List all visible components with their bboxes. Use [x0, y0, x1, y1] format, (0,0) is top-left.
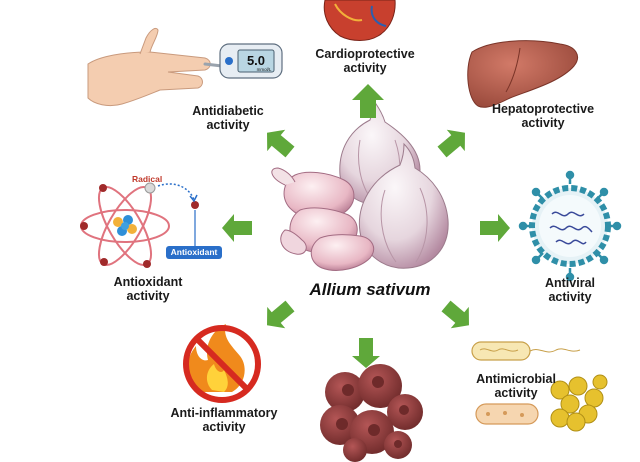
- center-title: Allium sativum: [309, 280, 431, 299]
- antimicrobial-line1: Antimicrobial: [476, 372, 556, 386]
- heart-illustration: [323, 0, 396, 41]
- arrow-down-right: [441, 300, 469, 329]
- arrow-right: [480, 214, 510, 242]
- antioxidant-label: Antioxidant activity: [100, 275, 196, 303]
- antiinflammatory-line2: activity: [202, 420, 246, 434]
- hepatoprotective-line2: activity: [521, 116, 565, 130]
- cardioprotective-label: Cardioprotective activity: [300, 47, 430, 75]
- arrow-left: [222, 214, 252, 242]
- microbe-illustration: [471, 341, 608, 432]
- glucometer-unit: mmol/L: [257, 67, 272, 72]
- arrow-up: [352, 84, 384, 118]
- garlic-illustration: [271, 96, 449, 271]
- antimicrobial-label: Antimicrobial activity: [468, 372, 564, 400]
- arrows: [222, 84, 510, 368]
- arrow-up-right: [437, 129, 465, 158]
- cardioprotective-line1: Cardioprotective: [315, 47, 415, 61]
- hepatoprotective-line1: Hepatoprotective: [491, 102, 595, 116]
- antiviral-label: Antiviral activity: [530, 276, 610, 304]
- antiviral-line2: activity: [548, 290, 592, 304]
- antioxidant-tag-label: Antioxidant: [170, 247, 218, 257]
- antidiabetic-line1: Antidiabetic: [192, 104, 264, 118]
- antiinflammatory-label: Anti-inflammatory activity: [158, 406, 290, 434]
- antidiabetic-label: Antidiabetic activity: [180, 104, 276, 132]
- radical-label: Radical: [132, 174, 163, 184]
- atom-illustration: [80, 182, 222, 268]
- arrow-down: [352, 338, 380, 368]
- antioxidant-line1: Antioxidant: [113, 275, 183, 289]
- arrow-up-left: [267, 129, 295, 158]
- glucometer-reading: 5.0: [247, 53, 265, 68]
- antioxidant-tag: [166, 246, 222, 259]
- cancer-cell-illustration: [320, 364, 423, 462]
- hand-glucometer-illustration: 5.0 mmol/L: [87, 27, 283, 107]
- cardioprotective-line2: activity: [343, 61, 387, 75]
- hepatoprotective-label: Hepatoprotective activity: [478, 102, 608, 130]
- antiinflammatory-line1: Anti-inflammatory: [170, 406, 278, 420]
- arrow-down-left: [267, 300, 295, 329]
- antimicrobial-line2: activity: [494, 386, 538, 400]
- antioxidant-line2: activity: [126, 289, 170, 303]
- antidiabetic-line2: activity: [206, 118, 250, 132]
- glucometer-screen: [237, 49, 275, 73]
- liver-illustration: [467, 40, 578, 108]
- antiviral-line1: Antiviral: [544, 276, 595, 290]
- no-fire-illustration: [183, 324, 261, 403]
- virus-illustration: [518, 170, 622, 282]
